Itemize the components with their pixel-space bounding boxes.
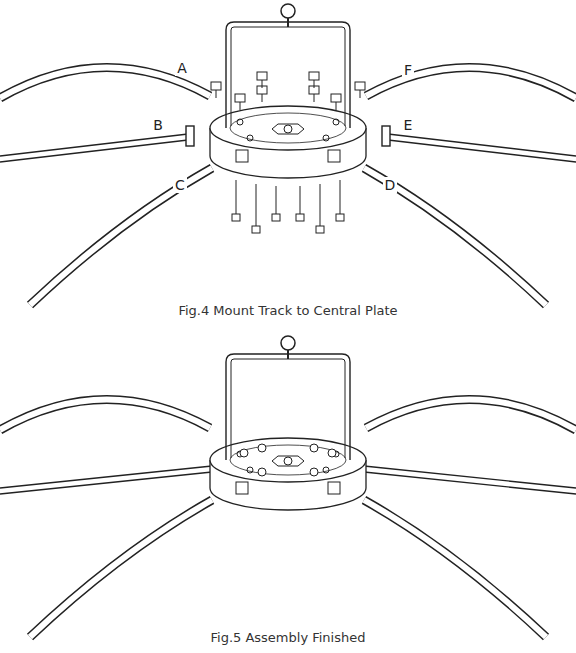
part-letter: D <box>383 177 398 194</box>
part-letter: A <box>175 60 189 77</box>
figure-caption: Fig.4 Mount Track to Central Plate <box>176 303 399 319</box>
figure-caption: Fig.5 Assembly Finished <box>209 630 368 646</box>
part-letter: F <box>402 62 414 79</box>
part-letter: B <box>151 117 165 134</box>
part-letter: C <box>173 177 187 194</box>
part-letter: E <box>402 117 415 134</box>
